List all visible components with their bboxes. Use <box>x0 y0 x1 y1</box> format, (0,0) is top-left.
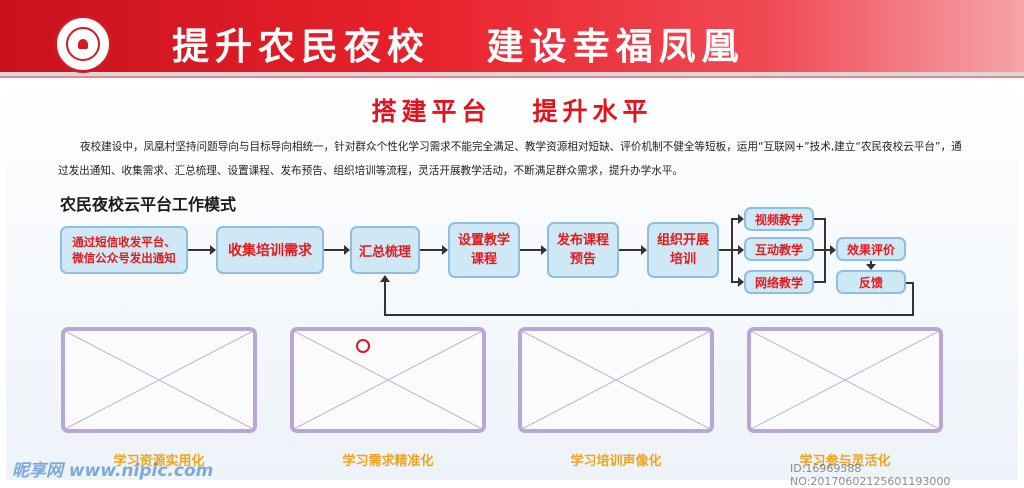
intro-paragraph: 夜校建设中，凤凰村坚持问题导向与目标导向相统一，针对群众个性化学习需求不能完全满… <box>58 141 962 177</box>
flow-evaluation: 效果评价 <box>836 237 906 261</box>
watermark-right: ID:16969588 NO:20170602125601193000 <box>790 462 951 488</box>
method-label: 互动教学 <box>754 242 803 257</box>
loop-feedback-right <box>912 282 914 316</box>
flow-step-notify: 通过短信收发平台、微信公众号发出通知 <box>60 226 188 274</box>
caption-1: 学习资源实用化 <box>113 454 205 469</box>
arrow-head-loop <box>380 275 390 282</box>
loop-feedback-h1 <box>906 282 914 284</box>
party-emblem-logo <box>54 15 112 73</box>
connector-video-eval <box>814 218 824 220</box>
header-divider-accent <box>0 76 1024 78</box>
method-label: 网络教学 <box>754 275 803 290</box>
flow-step-course: 设置教学课程 <box>448 222 520 278</box>
method-interactive: 互动教学 <box>744 237 814 261</box>
watermark-left: 昵享网 www.nipic.com <box>12 461 214 481</box>
arrow-notify-collect <box>188 245 216 255</box>
method-label: 视频教学 <box>754 212 803 227</box>
loop-up <box>384 282 386 316</box>
photo-placeholder-4 <box>747 327 943 433</box>
photo-placeholder-1 <box>61 327 257 433</box>
flow-step-label: 汇总梳理 <box>358 244 411 260</box>
arrow-summarize-course <box>420 245 448 255</box>
emblem-icon <box>78 39 88 49</box>
photo-placeholder-3 <box>518 327 714 433</box>
arrow-to-evaluation <box>814 245 836 255</box>
flow-step-label: 设置教学课程 <box>458 233 511 267</box>
emblem-icon-small <box>356 339 370 353</box>
placeholder-cross-icon <box>294 331 482 429</box>
flow-step-collect: 收集培训需求 <box>216 226 324 274</box>
arrow-to-online <box>731 277 744 287</box>
flow-step-label: 发布课程预告 <box>557 233 610 267</box>
arrow-collect-summarize <box>324 245 350 255</box>
flow-step-train: 组织开展培训 <box>647 222 719 278</box>
flow-title: 农民夜校云平台工作模式 <box>60 195 237 214</box>
section-subtitle: 搭建平台 提升水平 <box>371 97 653 126</box>
header-banner <box>0 0 1024 72</box>
flow-step-label: 组织开展培训 <box>657 233 710 267</box>
caption-4: 学习参与灵活化 <box>799 454 891 469</box>
caption-2: 学习需求精准化 <box>342 454 434 469</box>
flow-step-label: 通过短信收发平台、微信公众号发出通知 <box>72 235 176 265</box>
placeholder-cross-icon <box>751 331 939 429</box>
arrow-course-announce <box>520 245 547 255</box>
arrow-head-feedback <box>866 264 876 270</box>
placeholder-cross-icon <box>522 331 710 429</box>
connector-online-eval <box>814 281 824 283</box>
loop-bottom <box>384 314 914 316</box>
emblem-ring <box>66 27 100 61</box>
page-title: 提升农民夜校 建设幸福凤凰 <box>172 25 745 68</box>
arrow-to-video <box>731 214 744 224</box>
flow-step-label: 收集培训需求 <box>228 243 312 259</box>
arrow-to-interactive <box>731 245 744 255</box>
caption-3: 学习培训声像化 <box>570 454 662 469</box>
photo-placeholder-2 <box>290 327 486 433</box>
header-divider <box>0 72 1024 76</box>
connector-train-out <box>719 249 731 251</box>
method-video: 视频教学 <box>744 207 814 231</box>
arrow-announce-train <box>619 245 647 255</box>
flow-step-announce: 发布课程预告 <box>547 222 619 278</box>
connector-eval-feedback <box>870 261 872 266</box>
placeholder-cross-icon <box>65 331 253 429</box>
flow-step-summarize: 汇总梳理 <box>350 226 420 274</box>
feedback-label: 反馈 <box>858 275 883 290</box>
flow-feedback: 反馈 <box>836 270 906 294</box>
method-online: 网络教学 <box>744 270 814 294</box>
evaluation-label: 效果评价 <box>846 242 895 257</box>
